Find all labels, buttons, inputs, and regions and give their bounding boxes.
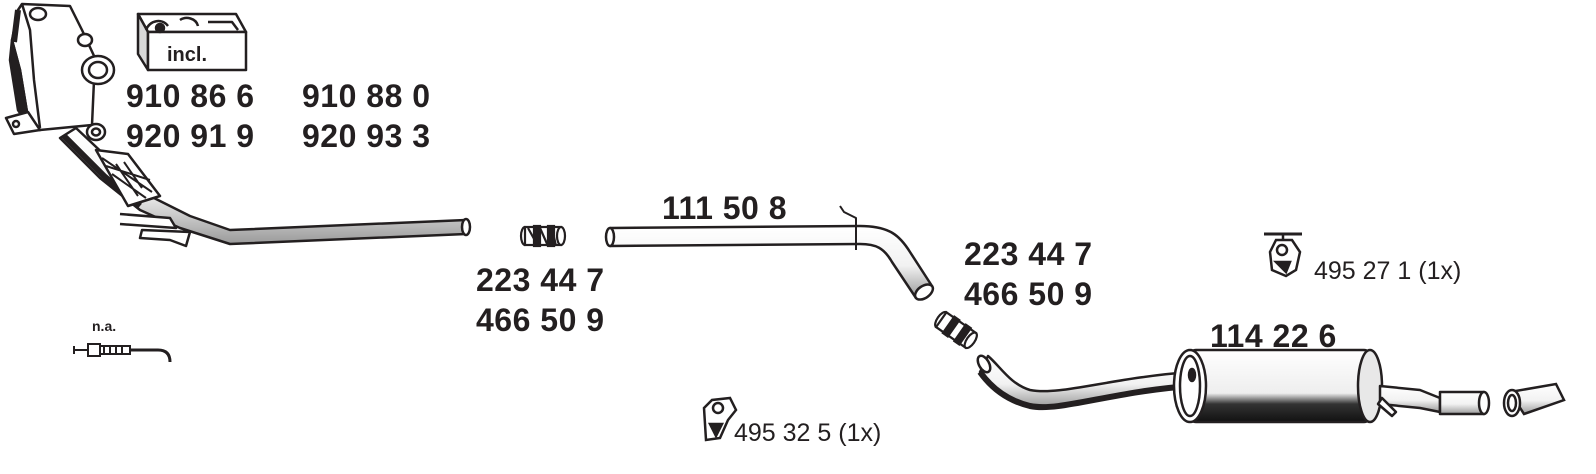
lambda-sensor-icon [73, 343, 172, 363]
tail-trim [1502, 382, 1566, 418]
kit-box-label: incl. [167, 44, 208, 66]
clamp-right [934, 310, 978, 350]
rear-silencer [976, 348, 1491, 424]
kit-box-icon [136, 12, 248, 72]
middle-pipe-number: 111 50 8 [662, 190, 788, 226]
clamp-right-number-2: 466 50 9 [964, 276, 1093, 312]
sensor-label: n.a. [92, 318, 117, 334]
clamp-left-number-2: 466 50 9 [476, 302, 605, 338]
rubber-mount-middle-icon [702, 396, 738, 442]
catalyst-number-4: 920 93 3 [302, 118, 431, 154]
clamp-left-number-1: 223 44 7 [476, 262, 605, 298]
catalytic-converter [4, 2, 116, 142]
rear-silencer-number: 114 22 6 [1210, 318, 1337, 354]
catalyst-number-1: 910 86 6 [126, 78, 255, 114]
rubber-mount-rear-icon [1264, 232, 1302, 278]
front-pipe [58, 126, 472, 248]
middle-pipe [604, 205, 935, 301]
clamp-left [519, 224, 567, 248]
catalyst-number-3: 920 91 9 [126, 118, 255, 154]
clamp-right-number-1: 223 44 7 [964, 236, 1093, 272]
mount-middle-number: 495 32 5 (1x) [734, 419, 882, 447]
mount-rear-number: 495 27 1 (1x) [1314, 257, 1462, 285]
catalyst-number-2: 910 88 0 [302, 78, 431, 114]
